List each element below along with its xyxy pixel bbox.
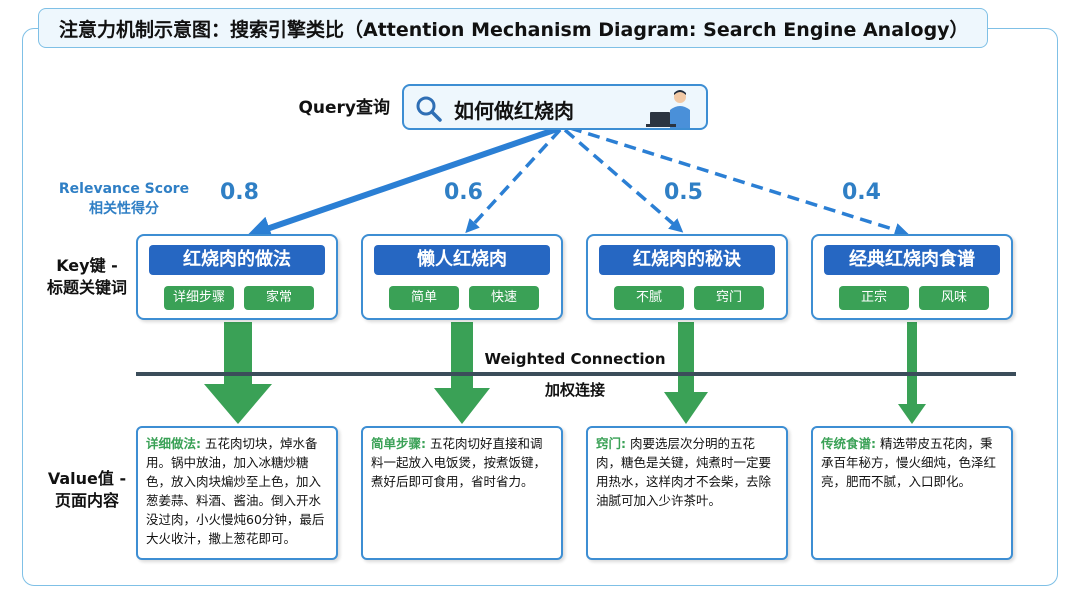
key-tag: 正宗 <box>839 286 909 310</box>
query-text: 如何做红烧肉 <box>454 99 574 123</box>
value-card-1: 详细做法: 五花肉切块，焯水备用。锅中放油，加入冰糖炒糖色，放入肉块煸炒至上色，… <box>136 426 338 560</box>
key-card-3: 红烧肉的秘诀 不腻 窍门 <box>586 234 788 320</box>
value-row-label: Value值 - 页面内容 <box>37 468 137 512</box>
key-tag: 窍门 <box>694 286 764 310</box>
query-search-box: 如何做红烧肉 <box>402 84 708 130</box>
key-card-1: 红烧肉的做法 详细步骤 家常 <box>136 234 338 320</box>
relevance-label-en: Relevance Score <box>58 181 190 197</box>
key-tag: 快速 <box>469 286 539 310</box>
weighted-connection-line <box>136 372 1016 376</box>
query-label: Query查询 <box>298 98 390 118</box>
key-title: 经典红烧肉食谱 <box>824 245 1000 275</box>
value-lead: 窍门: <box>596 436 626 451</box>
key-tag: 不腻 <box>614 286 684 310</box>
key-title: 红烧肉的做法 <box>149 245 325 275</box>
value-lead: 详细做法: <box>146 436 201 451</box>
value-text: 五花肉切块，焯水备用。锅中放油，加入冰糖炒糖色，放入肉块煸炒至上色，加入葱姜蒜、… <box>146 436 325 546</box>
diagram-title: 注意力机制示意图：搜索引擎类比（Attention Mechanism Diag… <box>38 8 988 48</box>
value-text: 精选带皮五花肉，秉承百年秘方，慢火细炖，色泽红亮，肥而不腻，入口即化。 <box>821 436 997 489</box>
value-text: 五花肉切好直接和调料一起放入电饭煲，按煮饭键，煮好后即可食用，省时省力。 <box>371 436 547 489</box>
magnifier-icon <box>416 96 442 122</box>
key-row-label-line1: Key键 - <box>56 256 118 275</box>
attention-arrow-1 <box>246 125 561 240</box>
value-lead: 传统食谱: <box>821 436 876 451</box>
value-lead: 简单步骤: <box>371 436 426 451</box>
value-card-3: 窍门: 肉要选层次分明的五花肉，糖色是关键，炖煮时一定要用热水，这样肉才不会柴，… <box>586 426 788 560</box>
key-title: 懒人红烧肉 <box>374 245 550 275</box>
key-title: 红烧肉的秘诀 <box>599 245 775 275</box>
key-tag: 详细步骤 <box>164 286 234 310</box>
key-card-4: 经典红烧肉食谱 正宗 风味 <box>811 234 1013 320</box>
score-3: 0.5 <box>664 180 703 205</box>
key-card-2: 懒人红烧肉 简单 快速 <box>361 234 563 320</box>
key-row-label-line2: 标题关键词 <box>46 278 127 297</box>
key-tag: 家常 <box>244 286 314 310</box>
relevance-label-zh: 相关性得分 <box>89 201 159 217</box>
score-4: 0.4 <box>842 180 881 205</box>
value-row-label-line2: 页面内容 <box>54 491 119 510</box>
score-1: 0.8 <box>220 180 259 205</box>
attention-arrow-2 <box>465 128 562 234</box>
attention-arrow-3 <box>563 128 684 233</box>
value-card-4: 传统食谱: 精选带皮五花肉，秉承百年秘方，慢火细炖，色泽红亮，肥而不腻，入口即化… <box>811 426 1013 560</box>
key-tag: 简单 <box>389 286 459 310</box>
value-row-label-line1: Value值 - <box>47 469 127 488</box>
value-card-2: 简单步骤: 五花肉切好直接和调料一起放入电饭煲，按煮饭键，煮好后即可食用，省时省… <box>361 426 563 560</box>
weighted-connection-label-en: Weighted Connection <box>484 350 666 368</box>
person-at-laptop-icon <box>646 90 690 128</box>
score-2: 0.6 <box>444 180 483 205</box>
key-row-label: Key键 - 标题关键词 <box>37 255 137 299</box>
relevance-score-label: Relevance Score 相关性得分 <box>50 179 198 219</box>
weighted-connection-label-zh: 加权连接 <box>544 381 605 399</box>
value-text: 肉要选层次分明的五花肉，糖色是关键，炖煮时一定要用热水，这样肉才不会柴，去除油腻… <box>596 436 772 508</box>
attention-arrow-4 <box>569 126 909 237</box>
key-tag: 风味 <box>919 286 989 310</box>
